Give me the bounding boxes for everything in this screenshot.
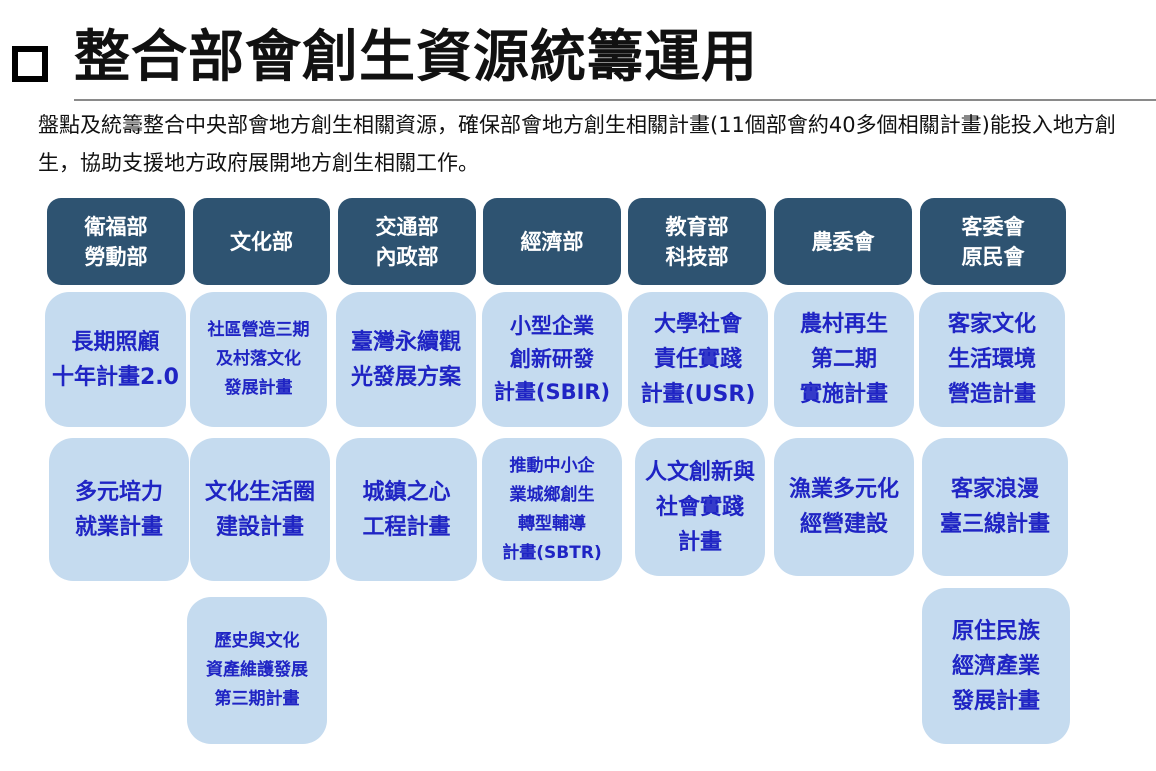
plan-card-rural-regeneration: 農村再生 第二期 實施計畫 xyxy=(774,292,914,427)
page-title: 整合部會創生資源統籌運用 xyxy=(74,25,758,90)
plan-card-town-heart: 城鎮之心 工程計畫 xyxy=(336,438,477,581)
header-economic: 經濟部 xyxy=(483,198,621,285)
plan-card-cultural-life-circle: 文化生活圈 建設計畫 xyxy=(190,438,330,581)
header-culture: 文化部 xyxy=(193,198,330,285)
plan-card-heritage-preservation: 歷史與文化 資產維護發展 第三期計畫 xyxy=(187,597,327,744)
description-text: 盤點及統籌整合中央部會地方創生相關資源，確保部會地方創生相關計畫(11個部會約4… xyxy=(38,113,1116,175)
plan-card-hakka-romantic-route: 客家浪漫 臺三線計畫 xyxy=(922,438,1068,576)
plan-card-indigenous-economy: 原住民族 經濟產業 發展計畫 xyxy=(922,588,1070,744)
header-health-labor: 衛福部 勞動部 xyxy=(47,198,185,285)
header-transport-interior: 交通部 內政部 xyxy=(338,198,476,285)
plan-card-usr: 大學社會 責任實踐 計畫(USR) xyxy=(628,292,768,427)
header-education-science: 教育部 科技部 xyxy=(628,198,766,285)
plan-card-sbir: 小型企業 創新研發 計畫(SBIR) xyxy=(482,292,622,427)
header-hakka-indigenous: 客委會 原民會 xyxy=(920,198,1066,285)
plan-card-hakka-living-environment: 客家文化 生活環境 營造計畫 xyxy=(919,292,1065,427)
title-divider xyxy=(74,99,1156,101)
plan-card-long-term-care: 長期照顧 十年計畫2.0 xyxy=(45,292,186,427)
plan-card-sustainable-tourism: 臺灣永續觀 光發展方案 xyxy=(336,292,476,427)
header-agriculture: 農委會 xyxy=(774,198,912,285)
plan-card-community-building: 社區營造三期 及村落文化 發展計畫 xyxy=(190,292,327,427)
plan-card-sbtr: 推動中小企 業城鄉創生 轉型輔導 計畫(SBTR) xyxy=(482,438,622,581)
title-bullet-square-icon xyxy=(12,46,48,82)
plan-card-humanities-innovation: 人文創新與 社會實踐 計畫 xyxy=(635,438,765,576)
plan-card-fishery-diversification: 漁業多元化 經營建設 xyxy=(774,438,914,576)
plan-card-employment: 多元培力 就業計畫 xyxy=(49,438,189,581)
